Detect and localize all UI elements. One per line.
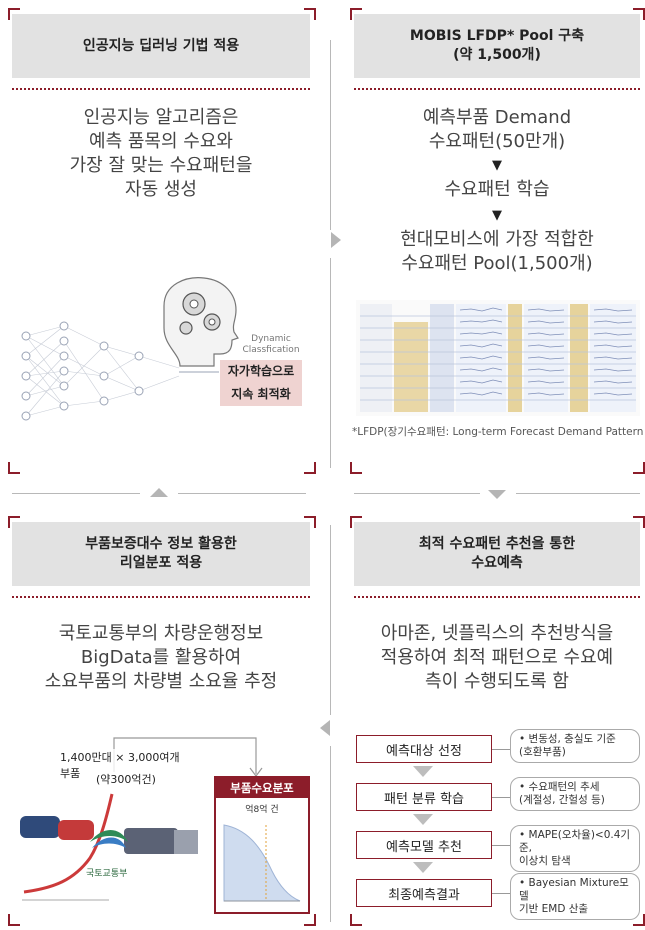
bracket xyxy=(8,462,20,474)
down-arrow-icon: ▼ xyxy=(492,208,502,223)
bracket xyxy=(350,462,362,474)
step-note: • 변동성, 충실도 기준 (호환부품) xyxy=(510,729,640,763)
dynamic-classification-label: Dynamic Classfication xyxy=(242,334,300,355)
panel-title-recommendation: 최적 수요패턴 추천을 통한 수요예측 xyxy=(354,522,640,586)
record-count-caption: (약300억건) xyxy=(96,773,156,786)
vehicle-data-illustration xyxy=(20,737,263,901)
parts-distribution-box: 부품수요분포 억8억 건 xyxy=(214,776,310,914)
demand-pattern-text: 예측부품 Demand 수요패턴(50만개) xyxy=(422,107,572,152)
bracket xyxy=(633,8,645,20)
down-arrow-icon xyxy=(488,490,506,499)
step-note: • MAPE(오차율)<0.4기준, 이상치 탐색 xyxy=(510,825,640,872)
down-arrow-icon: ▼ xyxy=(492,158,502,173)
up-arrow-icon xyxy=(150,488,168,497)
bracket xyxy=(304,462,316,474)
distribution-curve-illustration xyxy=(223,824,301,902)
center-divider xyxy=(330,746,331,922)
bracket xyxy=(304,914,316,926)
dotted-divider xyxy=(12,88,310,90)
distribution-count-label: 억8억 건 xyxy=(245,805,279,815)
dotted-divider xyxy=(354,88,640,90)
bracket xyxy=(8,516,20,528)
bracket xyxy=(350,516,362,528)
right-arrow-icon xyxy=(331,232,341,248)
pattern-learning-text: 수요패턴 학습 xyxy=(444,179,550,200)
bracket xyxy=(8,8,20,20)
pattern-pool-table-illustration xyxy=(356,300,640,416)
neural-network-illustration xyxy=(21,277,239,421)
bracket xyxy=(350,914,362,926)
panel-body-text: 인공지능 알고리즘은 예측 품목의 수요와 가장 잘 맞는 수요패턴을 자동 생… xyxy=(69,107,253,200)
ministry-logo-text: 국토교통부 xyxy=(86,869,128,879)
panel-body-text: 국토교통부의 차량운행정보 BigData를 활용하여 소요부품의 차량별 소요… xyxy=(44,623,278,692)
bracket xyxy=(350,8,362,20)
step-note: • 수요패턴의 추세 (계절성, 간헐성 등) xyxy=(510,777,640,811)
bracket xyxy=(304,516,316,528)
panel-title-text: MOBIS LFDP* Pool 구축 (약 1,500개) xyxy=(409,28,585,63)
dotted-divider xyxy=(354,596,640,598)
panel-title-text: 최적 수요패턴 추천을 통한 수요예측 xyxy=(418,536,576,571)
parts-distribution-label: 부품수요분포 xyxy=(216,778,308,798)
pattern-pool-text: 현대모비스에 가장 적합한 수요패턴 Pool(1,500개) xyxy=(400,229,594,274)
horizontal-divider xyxy=(12,493,140,494)
down-arrow-icon xyxy=(413,862,433,873)
down-arrow-icon xyxy=(413,766,433,777)
vehicle-parts-caption: 1,400만대 × 3,000여개 부품 xyxy=(60,749,190,781)
step-model-recommendation: 예측모델 추천 xyxy=(356,831,492,859)
panel-title-lfdp-pool: MOBIS LFDP* Pool 구축 (약 1,500개) xyxy=(354,14,640,78)
panel-body-text: 아마존, 넷플릭스의 추천방식을 적용하여 최적 패턴으로 수요예 측이 수행되… xyxy=(380,623,614,692)
connector-line xyxy=(492,797,510,798)
lfdp-footnote: *LFDP(장기수요패턴: Long-term Forecast Demand … xyxy=(352,426,644,438)
connector-line xyxy=(492,893,510,894)
center-divider xyxy=(330,40,331,230)
bracket xyxy=(633,462,645,474)
horizontal-divider xyxy=(178,493,306,494)
bracket xyxy=(633,516,645,528)
bracket xyxy=(8,914,20,926)
step-pattern-learning: 패턴 분류 학습 xyxy=(356,783,492,811)
step-target-selection: 예측대상 선정 xyxy=(356,735,492,763)
panel-title-deep-learning: 인공지능 딥러닝 기법 적용 xyxy=(12,14,310,78)
down-arrow-icon xyxy=(413,814,433,825)
bracket xyxy=(633,914,645,926)
panel-title-text: 부품보증대수 정보 활용한 리얼분포 적용 xyxy=(85,536,237,571)
left-arrow-icon xyxy=(320,720,330,736)
bracket xyxy=(304,8,316,20)
self-learning-box: 자가학습으로 지속 최적화 xyxy=(220,360,302,406)
center-divider xyxy=(330,258,331,468)
dotted-divider xyxy=(12,596,310,598)
step-final-result: 최종예측결과 xyxy=(356,879,492,907)
horizontal-divider xyxy=(516,493,640,494)
panel-title-real-distribution: 부품보증대수 정보 활용한 리얼분포 적용 xyxy=(12,522,310,586)
connector-line xyxy=(492,749,510,750)
connector-line xyxy=(492,845,510,846)
center-divider xyxy=(330,525,331,715)
horizontal-divider xyxy=(354,493,480,494)
step-note: • Bayesian Mixture모델 기반 EMD 산출 xyxy=(510,873,640,920)
